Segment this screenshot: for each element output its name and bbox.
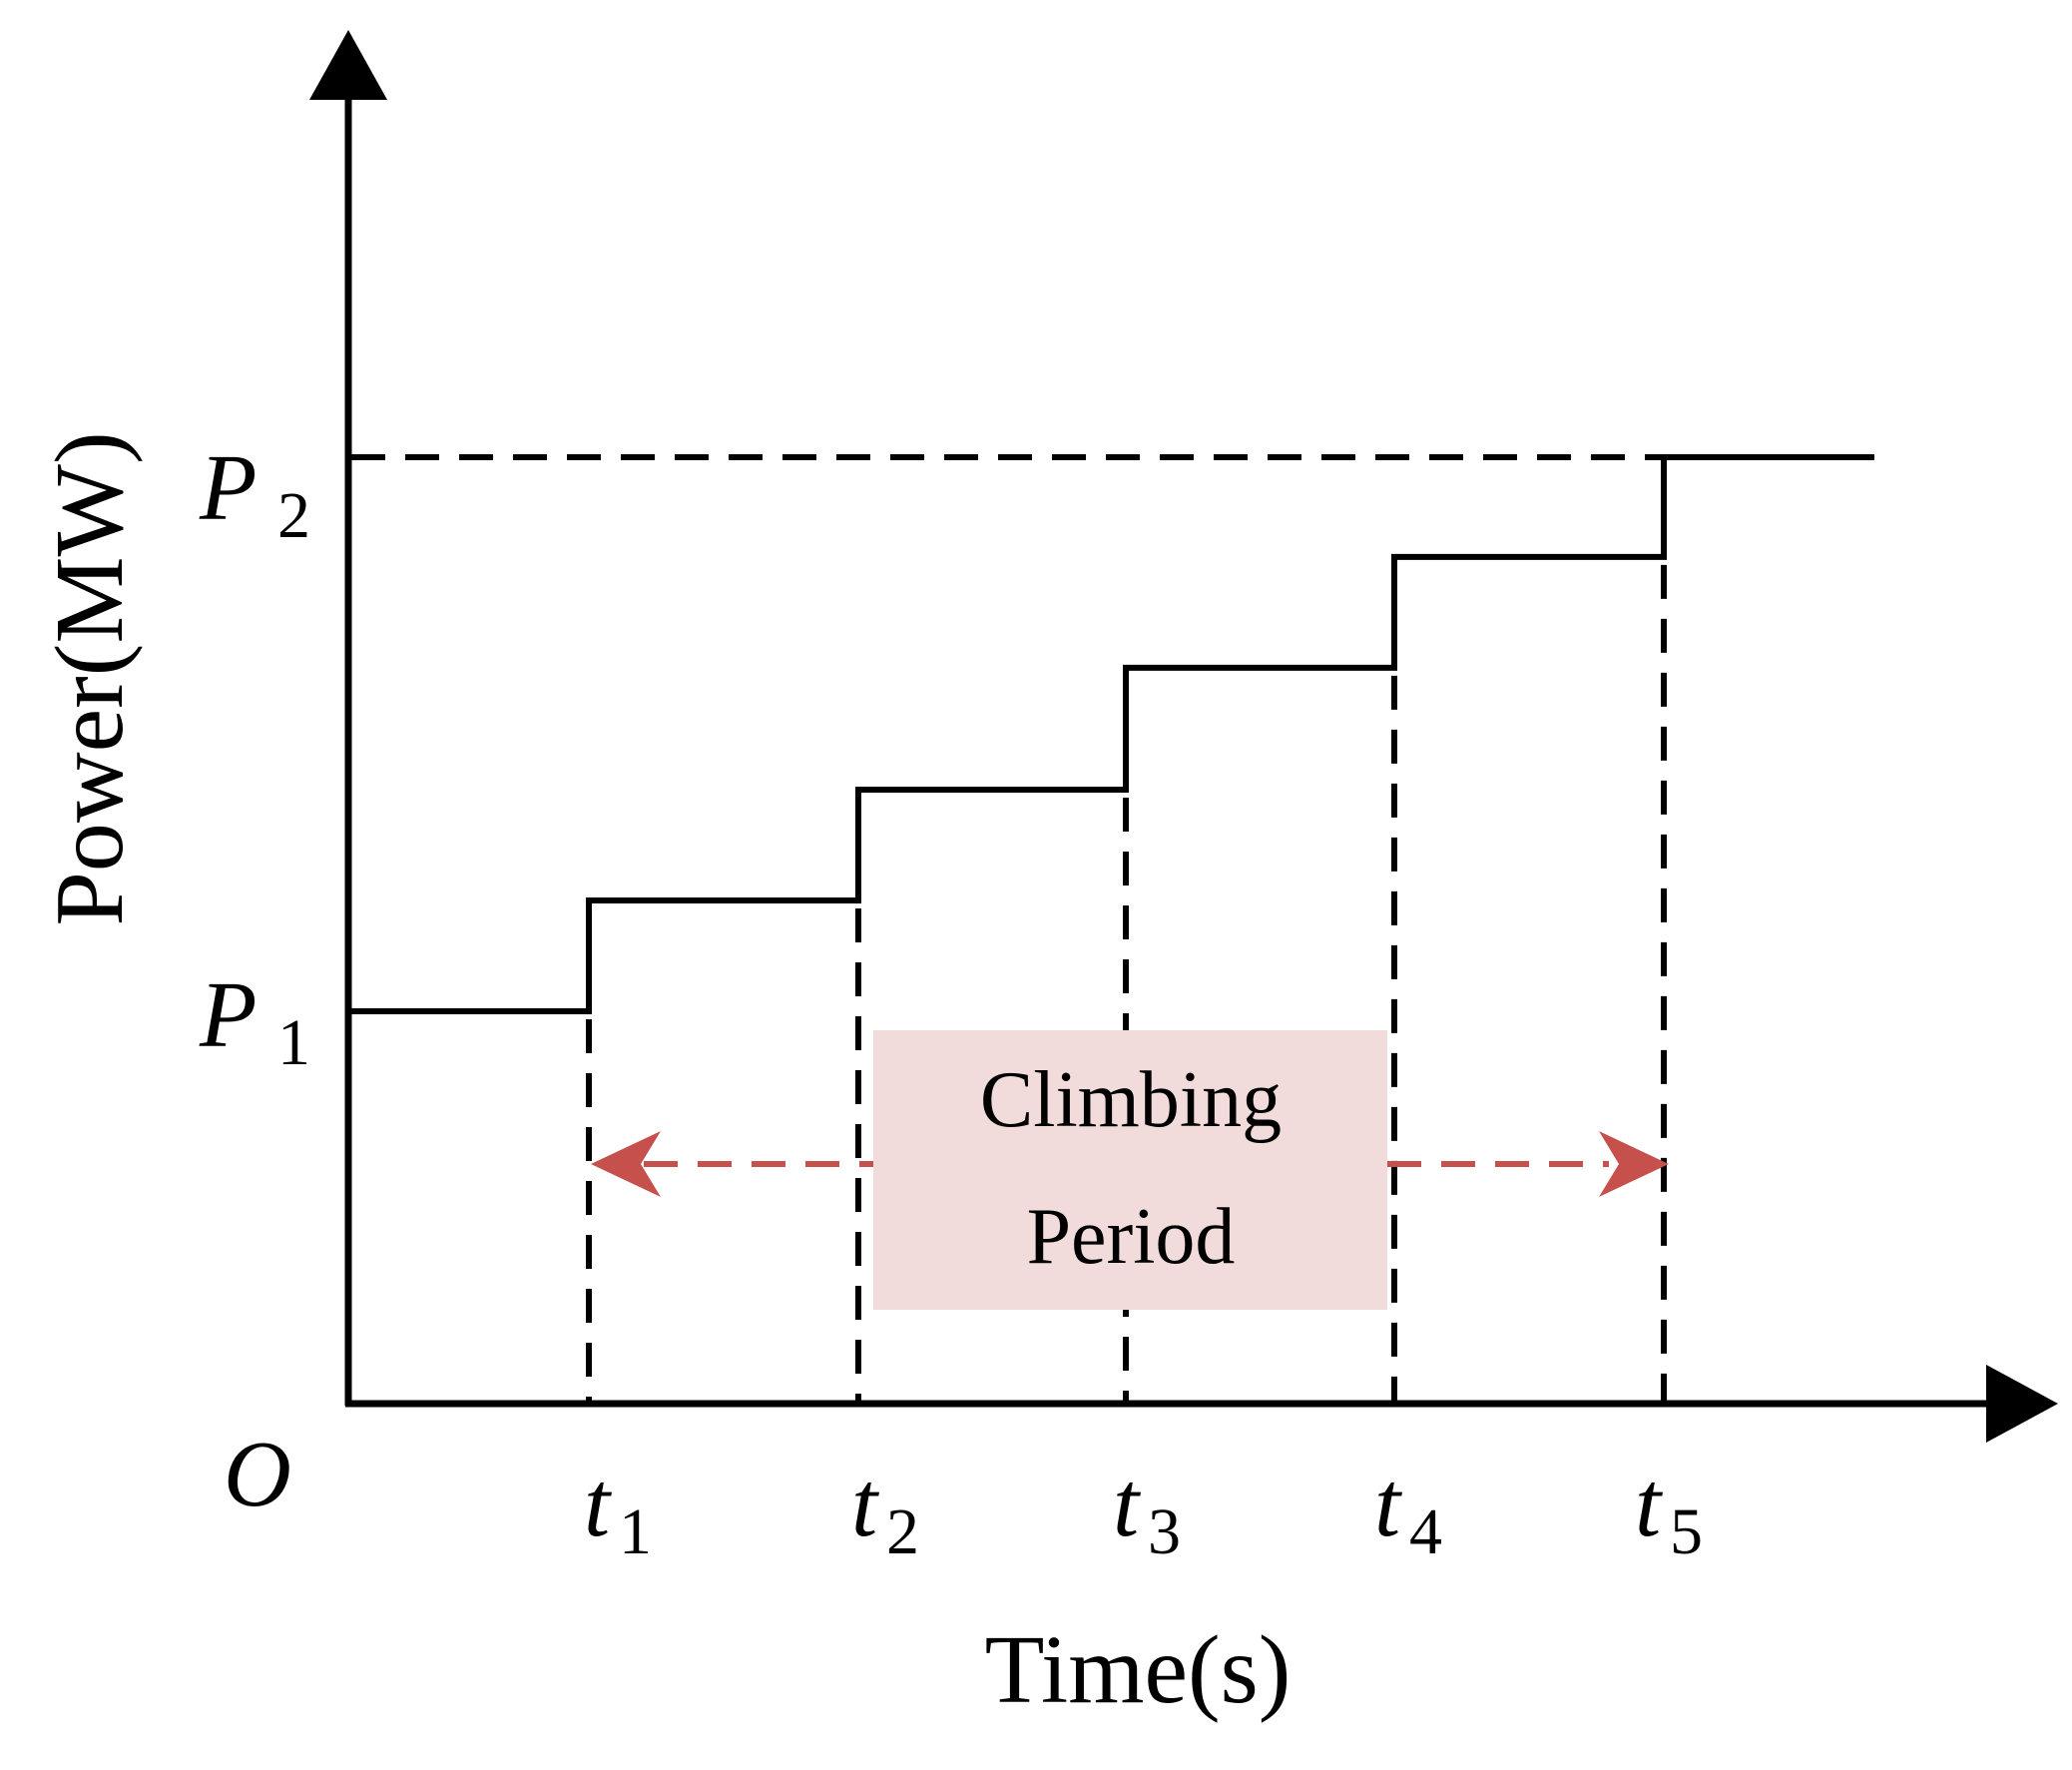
y-level-label-p1: P 1 — [199, 963, 310, 1079]
t2-symbol: t — [851, 1453, 879, 1556]
x-tick-label-t5: t 5 — [1635, 1453, 1703, 1568]
y-axis-arrowhead — [309, 30, 387, 100]
t2-subscript: 2 — [886, 1495, 919, 1568]
origin-label: O — [224, 1423, 291, 1526]
x-tick-label-t3: t 3 — [1113, 1453, 1181, 1568]
p1-subscript: 1 — [277, 1006, 310, 1079]
y-axis-title: Power(MW) — [36, 431, 144, 925]
t3-subscript: 3 — [1148, 1495, 1181, 1568]
t5-symbol: t — [1635, 1453, 1663, 1556]
climbing-period-arrow — [591, 1131, 1669, 1197]
x-tick-label-t4: t 4 — [1374, 1453, 1442, 1568]
annotation-line1: Climbing — [980, 1056, 1282, 1144]
x-axis-arrowhead — [1986, 1365, 2058, 1443]
t4-symbol: t — [1374, 1453, 1402, 1556]
t3-symbol: t — [1113, 1453, 1141, 1556]
p2-symbol: P — [199, 436, 257, 540]
t4-subscript: 4 — [1409, 1495, 1442, 1568]
p2-subscript: 2 — [277, 479, 310, 552]
y-level-label-p2: P 2 — [199, 436, 310, 552]
x-tick-label-t2: t 2 — [851, 1453, 919, 1568]
x-tick-label-t1: t 1 — [584, 1453, 652, 1568]
annotation-line2: Period — [1027, 1193, 1236, 1281]
p1-symbol: P — [199, 963, 257, 1067]
arrowhead-right-icon — [1599, 1131, 1669, 1197]
t1-symbol: t — [584, 1453, 612, 1556]
climbing-period-box — [873, 1030, 1387, 1310]
arrowhead-left-icon — [591, 1131, 661, 1197]
t5-subscript: 5 — [1670, 1495, 1703, 1568]
t1-subscript: 1 — [619, 1495, 652, 1568]
x-tick-labels: t 1 t 2 t 3 t 4 t 5 — [584, 1453, 1703, 1568]
power-step-profile — [348, 454, 1874, 1014]
x-axis-title: Time(s) — [985, 1616, 1292, 1724]
axes — [309, 30, 2058, 1443]
